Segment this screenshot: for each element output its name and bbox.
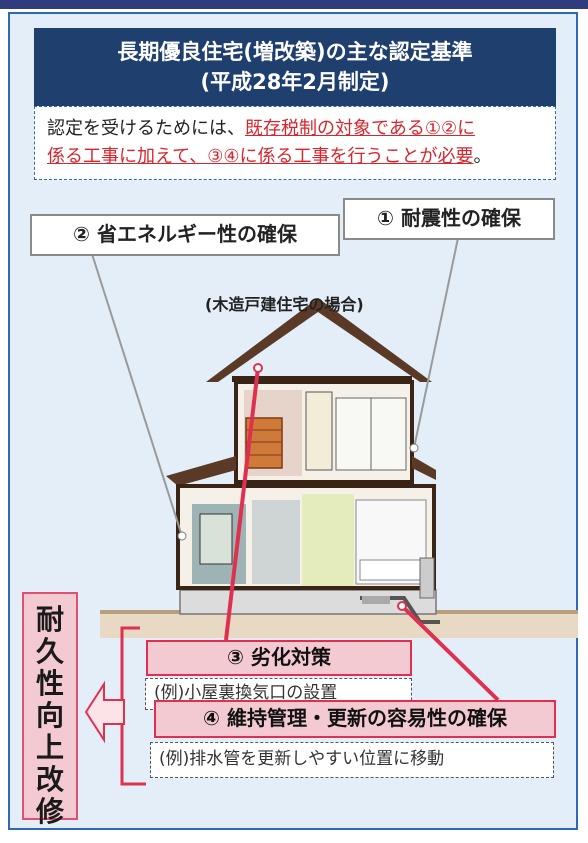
- leader-seismic: [413, 237, 459, 449]
- title-line1: 長期優良住宅(増改築)の主な認定基準: [117, 40, 473, 64]
- ground-soil: [100, 612, 578, 638]
- maintenance-example: (例)排水管を更新しやすい位置に移動: [150, 742, 554, 778]
- vertical-char: 上: [35, 731, 64, 764]
- lower-cabinet: [252, 500, 300, 584]
- vertical-char: 耐: [35, 603, 64, 636]
- note-highlight-1: 既存税制の対象である①②に: [245, 118, 476, 139]
- label-maintenance: ④ 維持管理・更新の容易性の確保: [154, 700, 556, 738]
- vertical-char: 性: [35, 667, 64, 700]
- note-suffix: 。: [473, 146, 492, 167]
- note-prefix: 認定を受けるためには、: [47, 118, 245, 139]
- foundation: [179, 589, 437, 615]
- left-arrow-icon: [84, 680, 125, 744]
- label-deterioration: ③ 劣化対策: [146, 640, 412, 676]
- lower-kitchen: [302, 494, 354, 586]
- leader-energy: [91, 253, 183, 537]
- lower-roof-right: [412, 456, 436, 480]
- upper-shelf: [305, 391, 333, 471]
- vertical-char: 久: [35, 635, 64, 668]
- exterior-unit: [419, 557, 435, 599]
- vertical-char: 改: [35, 763, 64, 796]
- label-seismic: ① 耐震性の確保: [343, 198, 555, 240]
- drain-fitting: [362, 596, 390, 604]
- vertical-label-box: 耐 久 性 向 上 改 修: [22, 592, 78, 828]
- title-line2: (平成28年2月制定): [200, 70, 390, 94]
- lower-roof-left: [166, 456, 236, 486]
- bracket-line: [120, 626, 146, 786]
- bathtub: [359, 559, 421, 581]
- vertical-char: 修: [35, 795, 64, 828]
- leader-deterioration: [224, 367, 260, 641]
- label-energy: ② 省エネルギー性の確保: [30, 214, 340, 256]
- upper-roof: [206, 298, 432, 382]
- top-bar: [0, 0, 588, 9]
- house-type-caption: (木造戸建住宅の場合): [205, 295, 364, 314]
- leader-maintenance: [400, 604, 500, 702]
- wall-scroll: [199, 513, 233, 565]
- floor-beam: [234, 480, 412, 485]
- title-box: 長期優良住宅(増改築)の主な認定基準 (平成28年2月制定): [34, 28, 556, 106]
- requirement-note: 認定を受けるためには、既存税制の対象である①②に 係る工事に加えて、③④に係る工…: [34, 106, 556, 180]
- note-highlight-2: 係る工事に加えて、③④に係る工事を行うことが必要: [47, 146, 474, 167]
- upper-roof-beam: [232, 376, 412, 382]
- vertical-char: 向: [35, 699, 64, 732]
